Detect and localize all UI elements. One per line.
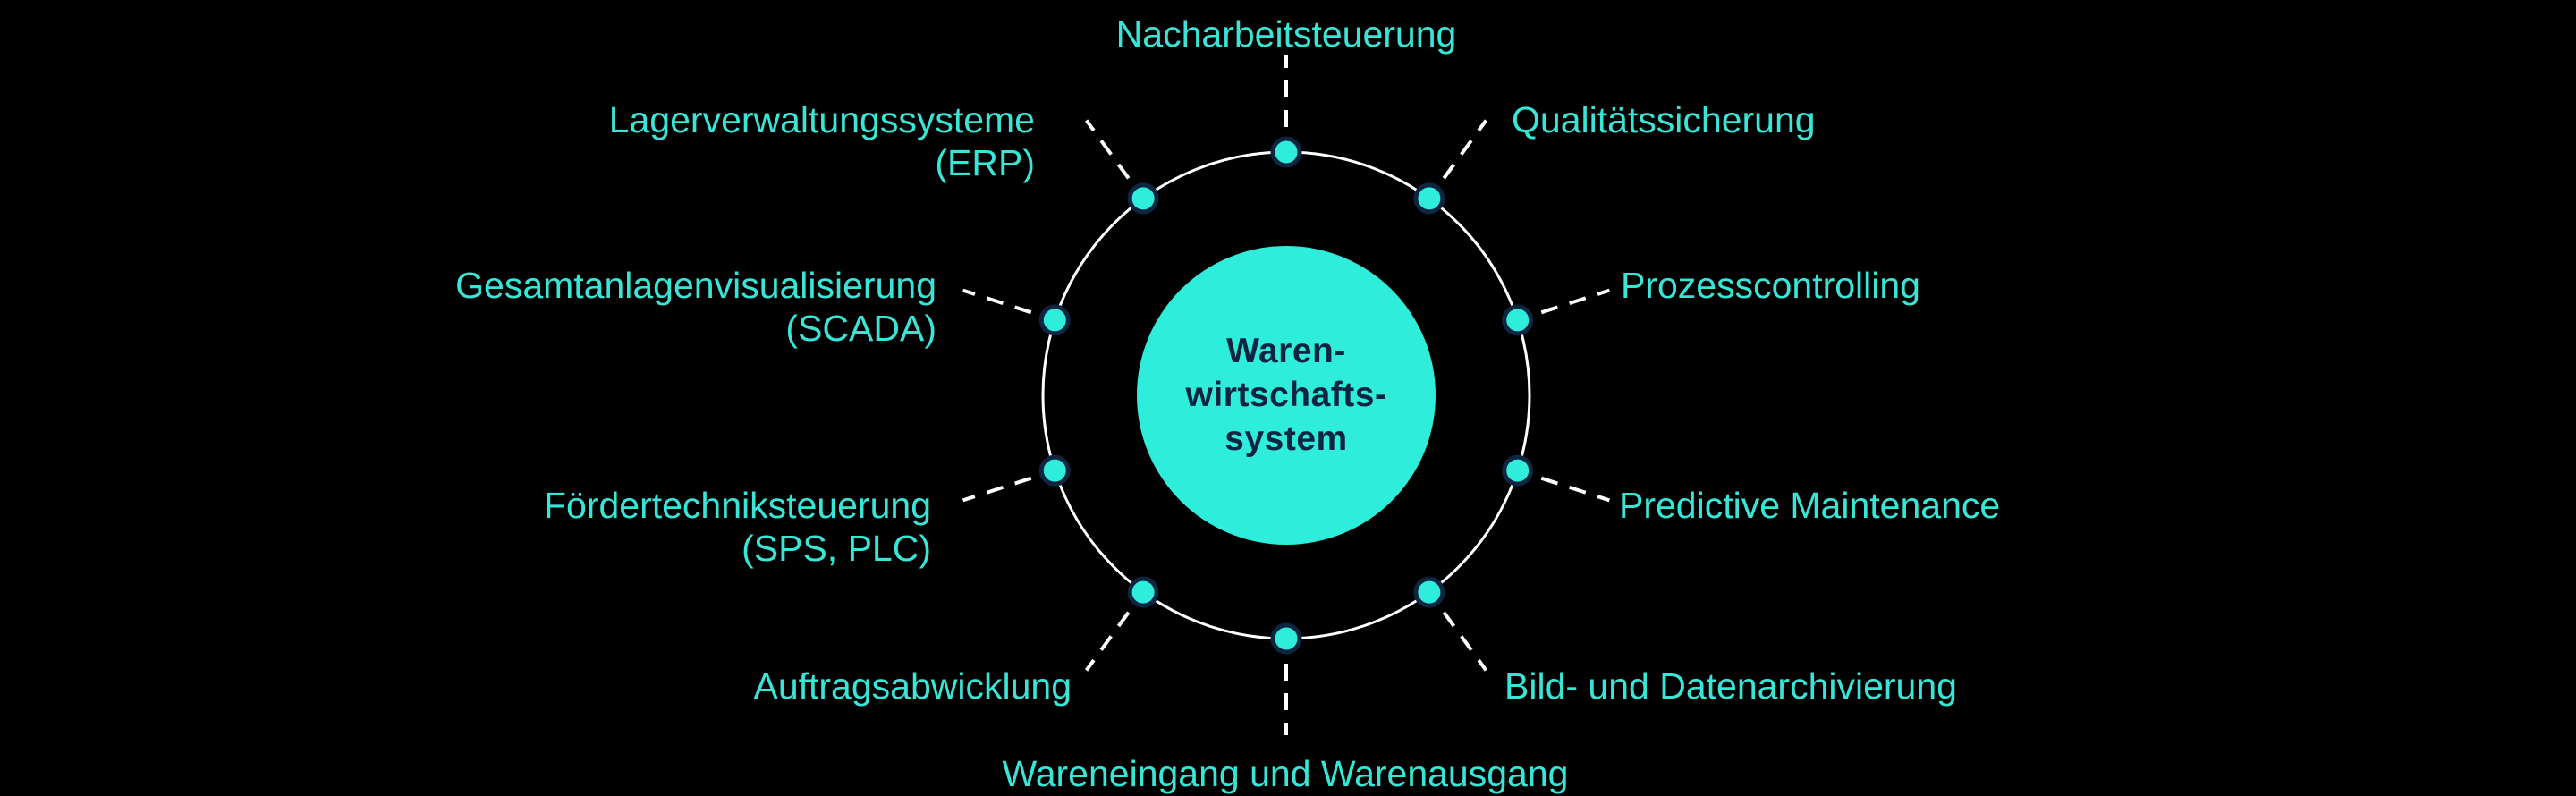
- spoke-connector-line-foerdertechniksteuerung: [962, 476, 1032, 503]
- spoke-label-line: Lagerverwaltungssysteme: [608, 99, 1035, 140]
- hub-title-line: Waren-: [1226, 332, 1346, 370]
- hub-circle: [1137, 246, 1436, 545]
- spoke-label-bild-und-datenarchivierung: Bild- und Datenarchivierung: [1504, 665, 1957, 707]
- spoke-label-line: Predictive Maintenance: [1619, 485, 2001, 526]
- spoke-label-lagerverwaltungssysteme: Lagerverwaltungssysteme(ERP): [609, 98, 1035, 184]
- spoke-dot-wareneingang-warenausgang: [1270, 622, 1302, 655]
- spoke-dot-auftragsabwicklung: [1127, 576, 1159, 608]
- spoke-connector-line-bild-und-datenarchivierung: [1442, 611, 1488, 672]
- spoke-dot-lagerverwaltungssysteme: [1127, 182, 1159, 215]
- spoke-label-line: Qualitätssicherung: [1512, 99, 1816, 140]
- spoke-label-predictive-maintenance: Predictive Maintenance: [1619, 484, 2000, 527]
- spoke-label-line: Bild- und Datenarchivierung: [1504, 665, 1957, 707]
- spoke-dot-prozesscontrolling: [1502, 304, 1534, 336]
- spoke-label-gesamtanlagenvisualisierung: Gesamtanlagenvisualisierung(SCADA): [455, 264, 936, 350]
- spoke-label-line: (SPS, PLC): [741, 528, 931, 569]
- spoke-label-wareneingang-warenausgang: Wareneingang und Warenausgang: [1003, 752, 1569, 795]
- spoke-dot-foerdertechniksteuerung: [1038, 454, 1071, 487]
- spoke-label-line: Gesamtanlagenvisualisierung: [455, 265, 936, 306]
- spoke-connector-line-prozesscontrolling: [1540, 288, 1611, 315]
- spoke-label-prozesscontrolling: Prozesscontrolling: [1621, 264, 1920, 307]
- spoke-connector-line-predictive-maintenance: [1540, 476, 1611, 503]
- spoke-label-foerdertechniksteuerung: Fördertechniksteuerung(SPS, PLC): [544, 484, 931, 570]
- spoke-label-line: Wareneingang und Warenausgang: [1002, 753, 1569, 794]
- spoke-dot-nacharbeitsteuerung: [1270, 136, 1302, 168]
- spoke-label-qualitaetssicherung: Qualitätssicherung: [1512, 98, 1816, 141]
- spoke-dot-qualitaetssicherung: [1413, 182, 1445, 215]
- spoke-connector-line-qualitaetssicherung: [1442, 119, 1488, 180]
- spoke-label-line: Fördertechniksteuerung: [543, 485, 931, 526]
- spoke-dot-bild-und-datenarchivierung: [1413, 576, 1445, 608]
- hub-title: Waren- wirtschafts- system: [1107, 329, 1465, 461]
- spoke-label-line: (ERP): [935, 142, 1035, 183]
- spoke-connector-line-gesamtanlagenvisualisierung: [962, 288, 1032, 315]
- spoke-connector-line-lagerverwaltungssysteme: [1084, 119, 1131, 180]
- spoke-label-line: Prozesscontrolling: [1621, 265, 1920, 306]
- spoke-connectors: [962, 55, 1611, 735]
- spoke-label-line: (SCADA): [785, 308, 936, 349]
- spoke-label-auftragsabwicklung: Auftragsabwicklung: [753, 665, 1072, 707]
- spoke-connector-line-auftragsabwicklung: [1084, 611, 1131, 672]
- spoke-dot-predictive-maintenance: [1502, 454, 1534, 487]
- spoke-label-line: Auftragsabwicklung: [753, 665, 1072, 707]
- spoke-dot-gesamtanlagenvisualisierung: [1038, 304, 1071, 336]
- hub-title-line: wirtschafts-: [1185, 376, 1387, 414]
- hub-title-line: system: [1224, 419, 1348, 458]
- spoke-label-line: Nacharbeitsteuerung: [1115, 13, 1457, 55]
- spoke-dots: [1038, 136, 1534, 655]
- spoke-label-nacharbeitsteuerung: Nacharbeitsteuerung: [1116, 13, 1457, 55]
